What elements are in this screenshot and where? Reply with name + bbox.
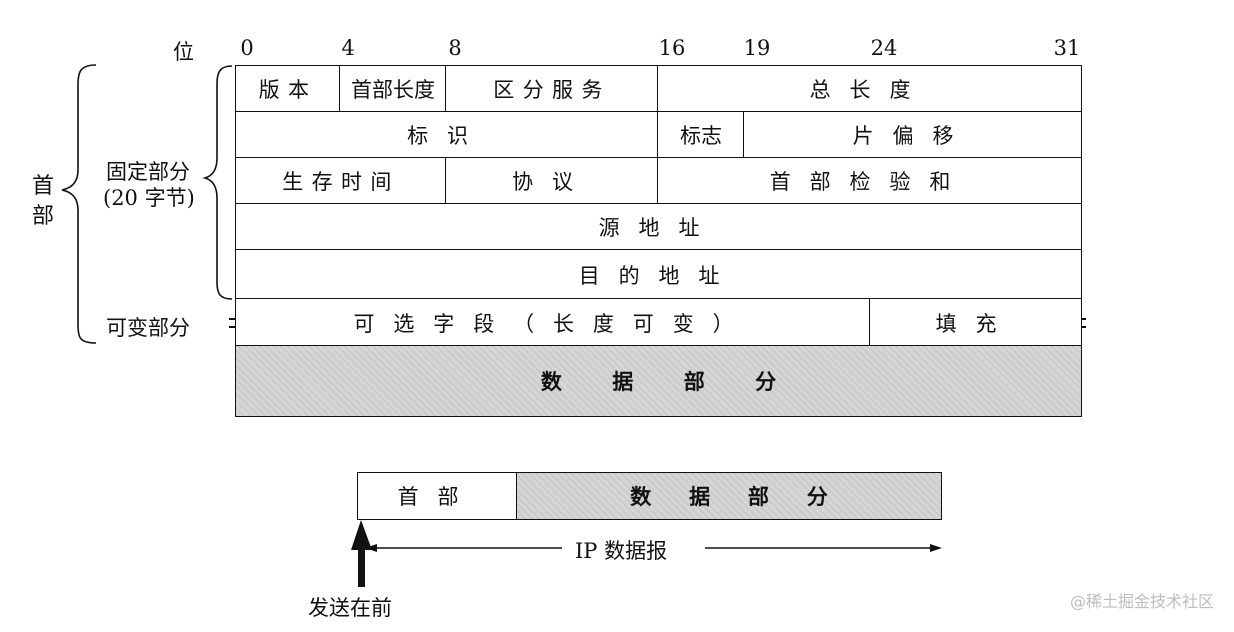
bit-position-24: 24 <box>870 36 898 60</box>
datagram-arrow-head-right <box>930 544 942 552</box>
bit-position-4: 4 <box>341 36 355 60</box>
field-options: 可选字段（长度可变） <box>235 298 871 347</box>
field-ttl: 生存时间 <box>235 157 447 205</box>
field-total-length: 总长度 <box>657 65 1082 113</box>
field-header-checksum: 首部检验和 <box>657 157 1082 205</box>
bit-position-19: 19 <box>743 36 771 60</box>
watermark: @稀土掘金技术社区 <box>1069 592 1214 611</box>
field-differentiated-services: 区分服务 <box>445 65 659 113</box>
datagram-data: 数据部分 <box>516 472 942 520</box>
header-label: 首部 <box>32 174 55 229</box>
bit-axis-label: 位 <box>173 40 194 64</box>
field-padding: 填充 <box>869 298 1082 347</box>
datagram-arrow-label: IP 数据报 <box>575 539 668 563</box>
field-source-address: 源地址 <box>235 203 1082 251</box>
field-protocol: 协议 <box>445 157 659 205</box>
bit-position-8: 8 <box>448 36 462 60</box>
field-flags: 标志 <box>657 111 745 159</box>
bit-position-0: 0 <box>240 36 254 60</box>
send-first-label: 发送在前 <box>308 596 392 620</box>
fixed-part-brace <box>202 65 233 300</box>
fixed-part-size: (20 字节) <box>103 186 195 210</box>
bit-position-31: 31 <box>1053 36 1081 60</box>
variable-part-label: 可变部分 <box>106 316 190 340</box>
field-version: 版本 <box>235 65 341 113</box>
field-header-length: 首部长度 <box>339 65 447 113</box>
send-first-arrow-shaft <box>358 545 365 587</box>
field-destination-address: 目的地址 <box>235 249 1082 300</box>
header-brace <box>61 64 97 344</box>
field-identification: 标识 <box>235 111 659 159</box>
bit-position-16: 16 <box>658 36 686 60</box>
datagram-header: 首部 <box>357 472 518 520</box>
fixed-part-label: 固定部分 <box>106 160 190 184</box>
send-first-arrow-head <box>351 520 372 550</box>
field-fragment-offset: 片偏移 <box>743 111 1082 159</box>
field-data-part: 数据部分 <box>235 345 1082 417</box>
